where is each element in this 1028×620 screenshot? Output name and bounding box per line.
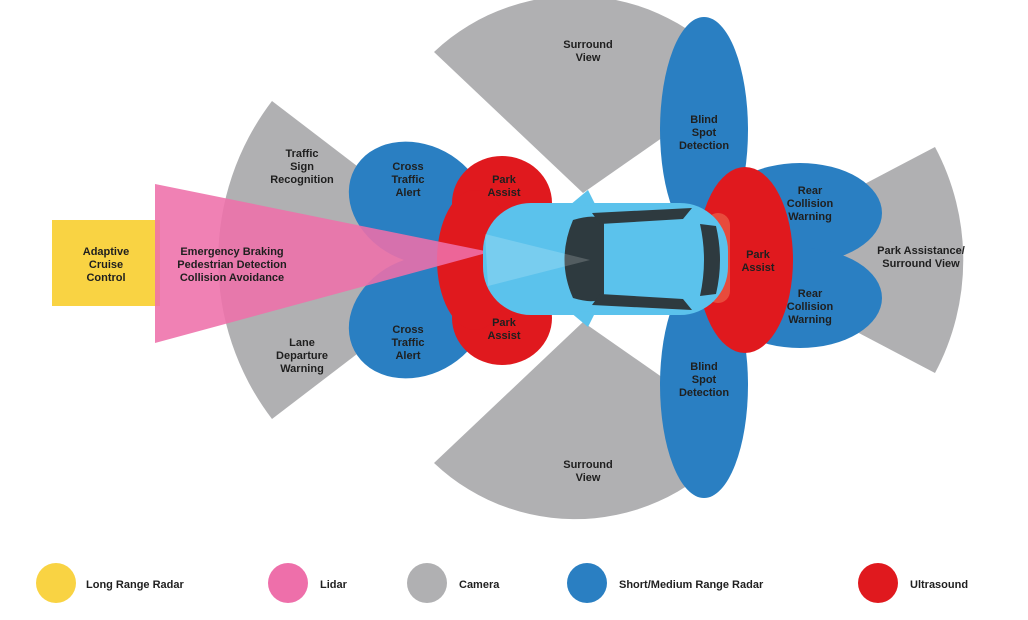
label-line: Emergency Braking	[180, 246, 283, 258]
legend-label: Long Range Radar	[86, 579, 185, 591]
label-line: Assist	[487, 187, 520, 199]
legend-item: Lidar	[268, 563, 348, 603]
label-line: Alert	[395, 350, 420, 362]
label-line: Park	[492, 317, 517, 329]
label-line: Collision	[787, 198, 834, 210]
label-line: Collision	[787, 301, 834, 313]
label-line: Control	[86, 272, 125, 284]
label-line: Alert	[395, 187, 420, 199]
car-mirror-top	[570, 190, 596, 206]
label-line: Traffic	[285, 148, 318, 160]
lidar-zone	[155, 184, 490, 343]
legend-swatch	[36, 563, 76, 603]
label-line: Assist	[741, 262, 774, 274]
car-hood-cone	[485, 234, 590, 286]
legend-item: Short/Medium Range Radar	[567, 563, 764, 603]
label-line: Adaptive	[83, 246, 129, 258]
legend-item: Ultrasound	[858, 563, 968, 603]
label-line: Spot	[692, 127, 717, 139]
camera-surround-bottom-sector	[434, 322, 742, 520]
legend-swatch	[858, 563, 898, 603]
car-rear-window	[700, 224, 720, 296]
label-line: Rear	[798, 185, 823, 197]
legend-swatch	[567, 563, 607, 603]
label-line: Cruise	[89, 259, 123, 271]
label-line: Park	[492, 174, 517, 186]
car	[483, 190, 730, 327]
legend-item: Long Range Radar	[36, 563, 185, 603]
label-line: Cross	[392, 161, 423, 173]
legend: Long Range Radar Lidar Camera Short/Medium …	[36, 563, 968, 603]
label-line: Spot	[692, 374, 717, 386]
label-line: Warning	[788, 314, 832, 326]
label-line: View	[576, 52, 601, 64]
label-line: Recognition	[270, 174, 334, 186]
label-line: Detection	[679, 387, 729, 399]
legend-label: Camera	[459, 579, 500, 591]
label-line: Park Assistance/	[877, 245, 965, 257]
label-line: Surround View	[882, 258, 960, 270]
legend-label: Short/Medium Range Radar	[619, 579, 764, 591]
label-line: Surround	[563, 459, 613, 471]
legend-item: Camera	[407, 563, 500, 603]
legend-label: Ultrasound	[910, 579, 968, 591]
label-line: Traffic	[391, 337, 424, 349]
label-line: Park	[746, 249, 771, 261]
car-side-window-top	[592, 208, 692, 224]
label-line: Traffic	[391, 174, 424, 186]
car-body	[483, 203, 728, 315]
label-line: Assist	[487, 330, 520, 342]
legend-swatch	[268, 563, 308, 603]
car-mirror-bottom	[570, 311, 596, 327]
legend-label: Lidar	[320, 579, 348, 591]
label-line: Pedestrian Detection	[177, 259, 287, 271]
label-line: Warning	[280, 363, 324, 375]
camera-surround-top-sector	[434, 0, 742, 193]
label-line: Departure	[276, 350, 328, 362]
label-line: Sign	[290, 161, 314, 173]
label-line: Surround	[563, 39, 613, 51]
label-line: Rear	[798, 288, 823, 300]
label-line: View	[576, 472, 601, 484]
label-line: Blind	[690, 361, 718, 373]
label-line: Cross	[392, 324, 423, 336]
car-windshield	[564, 216, 604, 302]
car-side-window-bottom	[592, 294, 692, 310]
label-park-assistance-surround: Park Assistance/Surround View	[877, 245, 965, 270]
label-line: Collision Avoidance	[180, 272, 284, 284]
long-range-radar-zone	[52, 220, 160, 306]
legend-swatch	[407, 563, 447, 603]
label-line: Blind	[690, 114, 718, 126]
label-line: Detection	[679, 140, 729, 152]
label-line: Warning	[788, 211, 832, 223]
label-line: Lane	[289, 337, 315, 349]
